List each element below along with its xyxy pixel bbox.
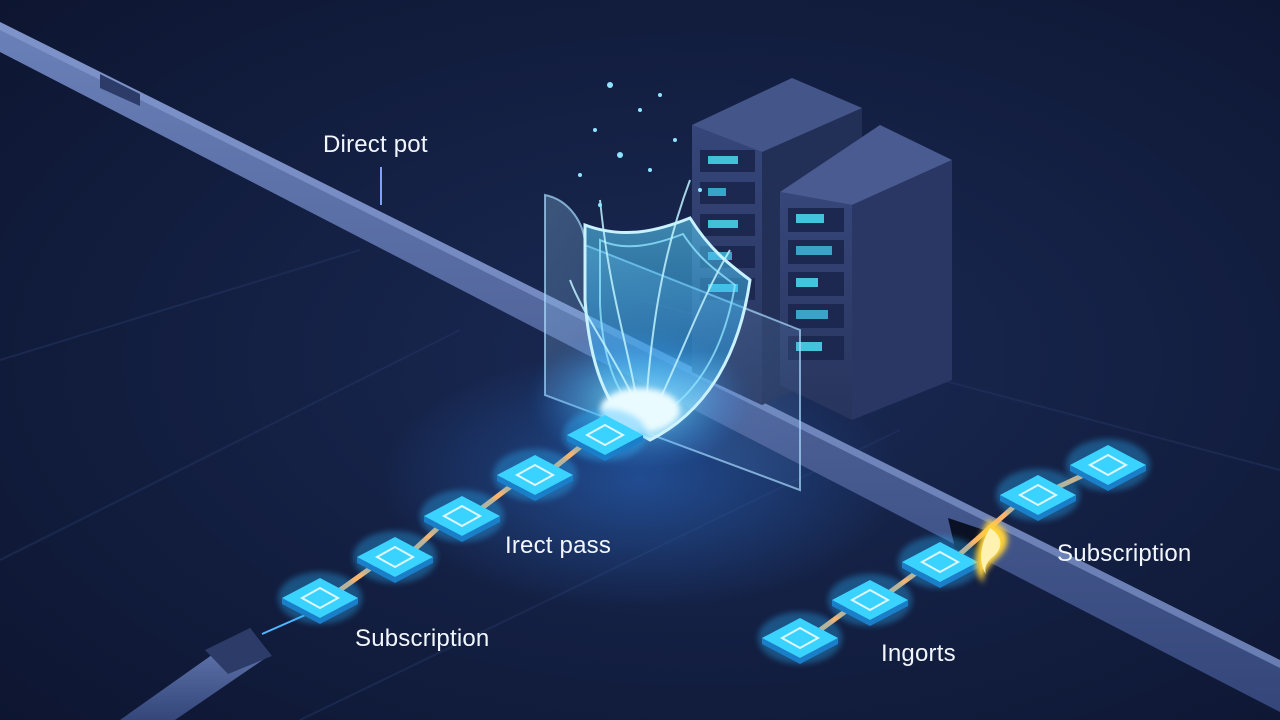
label-subscription-right: Subscription <box>1057 540 1191 567</box>
sparkle-particles <box>578 82 702 207</box>
packet-chain-right <box>758 439 1150 664</box>
data-packet-icon <box>1066 439 1150 491</box>
breach-spark-icon <box>975 520 1008 585</box>
data-packet-icon <box>420 490 504 542</box>
label-direct-port: Direct pot <box>323 131 428 158</box>
label-direct-pass: Irect pass <box>505 532 611 559</box>
data-packet-icon <box>758 612 842 664</box>
data-packet-icon <box>353 531 437 583</box>
data-packet-icon <box>493 449 577 501</box>
data-packet-icon <box>996 469 1080 521</box>
data-packet-icon <box>828 574 912 626</box>
label-subscription-left: Subscription <box>355 625 489 652</box>
packet-chain-left <box>278 409 647 624</box>
label-ingorts: Ingorts <box>881 640 956 667</box>
data-packet-icon <box>563 409 647 461</box>
data-packet-icon <box>898 536 982 588</box>
data-packet-icon <box>278 572 362 624</box>
